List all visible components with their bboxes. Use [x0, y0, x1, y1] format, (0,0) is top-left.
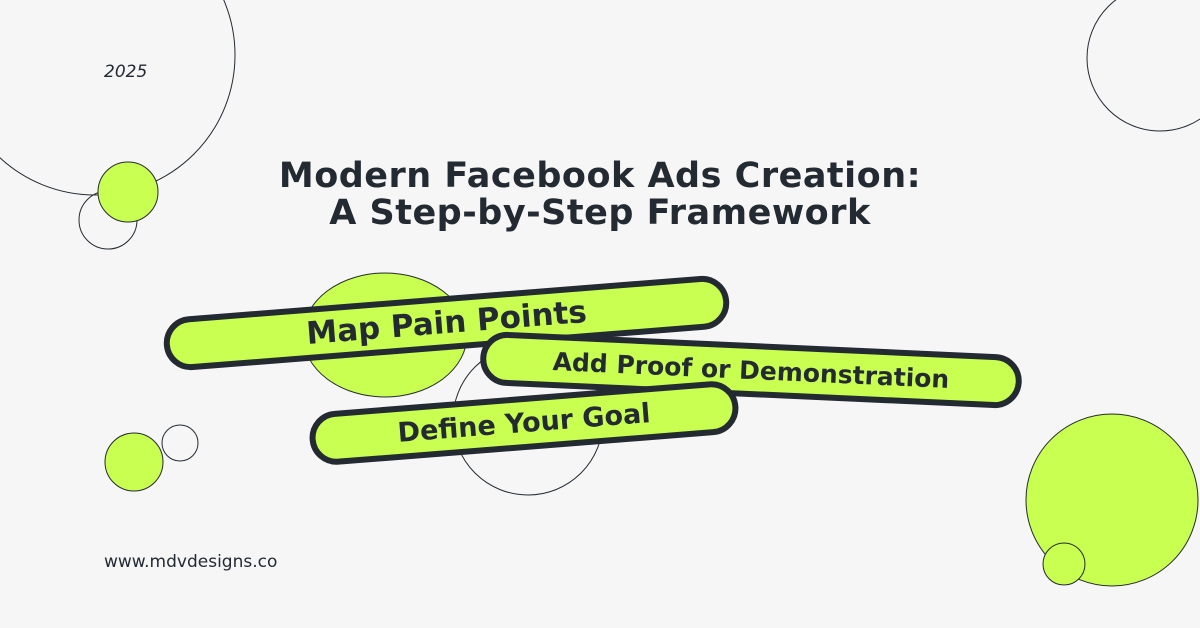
- website-url: www.mdvdesigns.co: [104, 552, 278, 572]
- title-line-1: Modern Facebook Ads Creation:: [278, 156, 922, 196]
- step-label: Add Proof or Demonstration: [552, 346, 950, 394]
- year-label: 2025: [104, 62, 148, 82]
- step-label: Define Your Goal: [396, 397, 652, 449]
- page-title: Modern Facebook Ads Creation: A Step-by-…: [0, 158, 1200, 232]
- title-line-2: A Step-by-Step Framework: [329, 193, 871, 233]
